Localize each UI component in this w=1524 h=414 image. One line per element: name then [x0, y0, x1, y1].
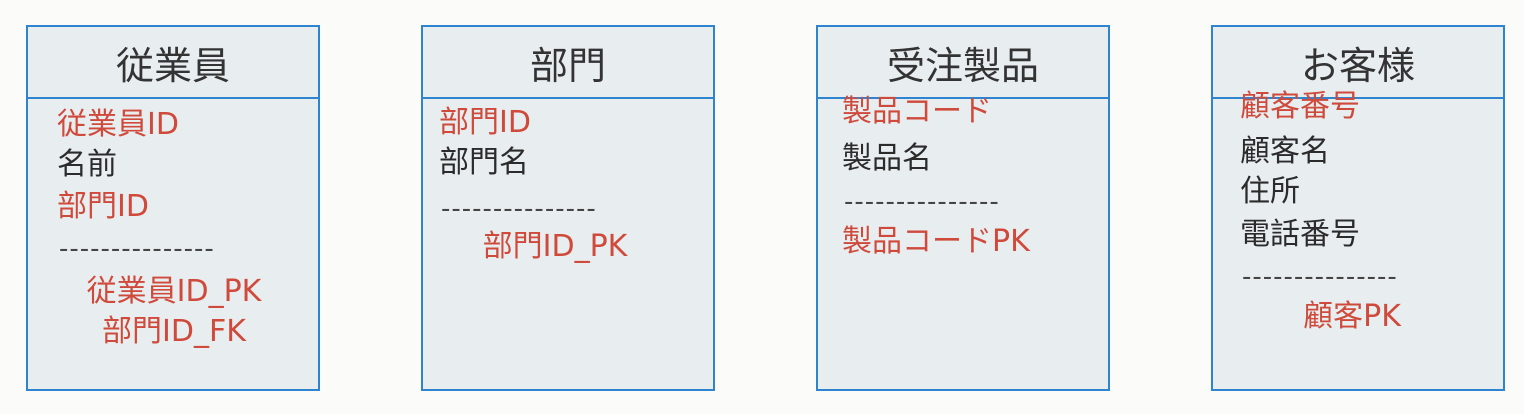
foreign-key: 部門ID_FK — [102, 314, 246, 349]
field-product-name: 製品名 — [842, 141, 932, 176]
primary-key: 顧客PK — [1303, 299, 1401, 334]
entity-title: 部門 — [423, 27, 713, 99]
field-customer-number: 顧客番号 — [1240, 89, 1360, 124]
field-department-id: 部門ID — [439, 105, 531, 140]
entity-title: 従業員 — [28, 27, 318, 99]
field-employee-id: 従業員ID — [57, 107, 179, 142]
separator: --------------- — [59, 234, 215, 264]
field-product-code: 製品コード — [842, 94, 992, 129]
primary-key: 製品コードPK — [842, 224, 1030, 259]
field-name: 名前 — [57, 147, 117, 182]
separator: --------------- — [1242, 262, 1398, 292]
separator: --------------- — [441, 194, 597, 224]
entity-employee: 従業員 従業員ID 名前 部門ID --------------- 従業員ID_… — [26, 25, 320, 391]
field-address: 住所 — [1240, 174, 1300, 209]
primary-key: 部門ID_PK — [482, 229, 628, 264]
entity-ordered-product: 受注製品 製品コード 製品名 --------------- 製品コードPK — [816, 25, 1110, 391]
field-department-id: 部門ID — [57, 189, 149, 224]
entity-department: 部門 部門ID 部門名 --------------- 部門ID_PK — [421, 25, 715, 391]
entity-title: お客様 — [1213, 27, 1503, 99]
field-phone-number: 電話番号 — [1240, 217, 1360, 252]
field-department-name: 部門名 — [439, 145, 529, 180]
field-customer-name: 顧客名 — [1240, 134, 1330, 169]
entity-customer: お客様 顧客番号 顧客名 住所 電話番号 --------------- 顧客P… — [1211, 25, 1505, 391]
entity-title: 受注製品 — [818, 27, 1108, 99]
separator: --------------- — [844, 187, 1000, 217]
primary-key: 従業員ID_PK — [86, 274, 262, 309]
